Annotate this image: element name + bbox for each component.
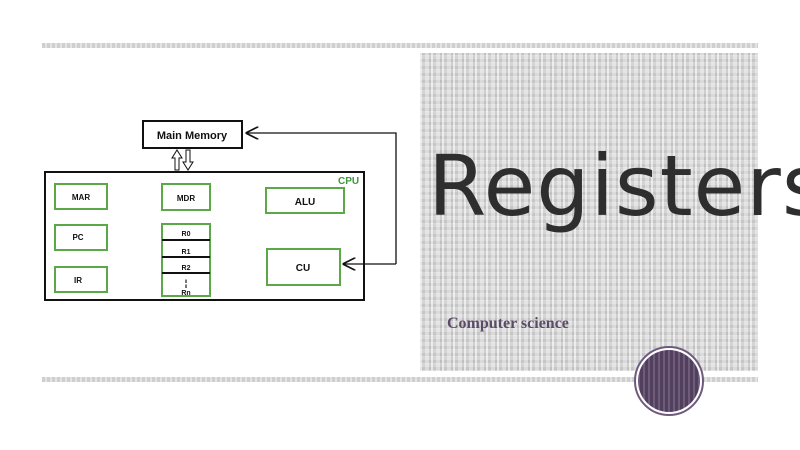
top-divider xyxy=(42,43,758,48)
register-r2-label: R2 xyxy=(182,265,191,272)
memory-bus-arrows xyxy=(171,149,194,171)
ir-box xyxy=(54,266,108,293)
main-memory-label: Main Memory xyxy=(157,130,228,142)
register-ellipsis: ¦ xyxy=(185,278,188,288)
mar-box xyxy=(54,183,108,210)
decorative-circle-fill xyxy=(638,350,700,412)
register-r0-label: R0 xyxy=(182,231,191,238)
mar-label: MAR xyxy=(72,193,90,202)
title-panel xyxy=(420,53,758,371)
register-r1-label: R1 xyxy=(182,249,191,256)
main-memory-box xyxy=(142,120,243,149)
decorative-circle xyxy=(634,346,704,416)
mdr-box xyxy=(161,183,211,211)
cu-label: CU xyxy=(296,263,310,274)
bottom-divider xyxy=(42,377,758,382)
alu-label: ALU xyxy=(295,197,316,208)
slide-subtitle: Computer science xyxy=(447,315,569,332)
register-rn-label: Rn xyxy=(181,290,190,297)
pc-box xyxy=(54,224,108,251)
slide-title: Registers xyxy=(428,137,800,235)
control-arrow-to-memory xyxy=(247,133,397,264)
mdr-label: MDR xyxy=(177,194,195,203)
cu-box xyxy=(266,248,341,286)
ir-label: IR xyxy=(74,276,82,285)
register-file-box xyxy=(161,223,211,297)
cpu-diagram: Main Memory CPU MAR PC IR MDR R0 R1 R2 ¦… xyxy=(44,120,397,301)
cpu-label: CPU xyxy=(338,176,359,187)
pc-label: PC xyxy=(72,233,83,242)
alu-box xyxy=(265,187,345,214)
